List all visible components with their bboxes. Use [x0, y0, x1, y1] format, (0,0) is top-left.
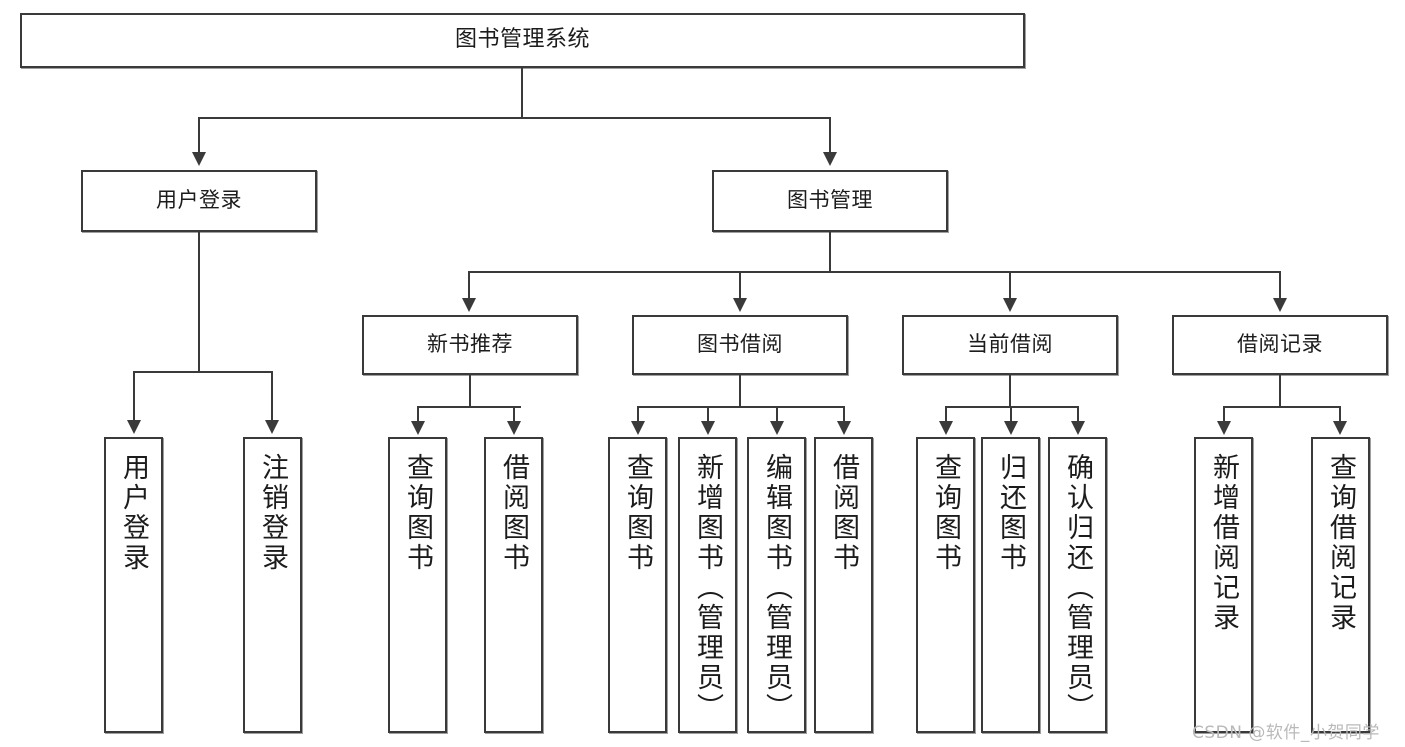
- connector-new-book-rec-bus: [417, 406, 521, 408]
- connector-borrow-record-bus: [1223, 406, 1340, 408]
- arrow-to-leaf-query-book-1: [411, 421, 425, 435]
- node-book-borrow-label: 图书借阅: [697, 332, 783, 357]
- node-leaf-return-book[interactable]: 归还图书: [981, 437, 1040, 733]
- node-leaf-edit-book[interactable]: 编辑图书（管理员）: [747, 437, 806, 733]
- connector-book-manage-to-borrow-record: [1279, 271, 1281, 301]
- connector-book-manage-stem: [829, 232, 831, 272]
- connector-book-borrow-d4: [843, 406, 845, 424]
- node-leaf-confirm-return-label: 确认归还（管理员）: [1062, 453, 1093, 723]
- connector-book-borrow-bus: [637, 406, 844, 408]
- node-borrow-record[interactable]: 借阅记录: [1172, 315, 1388, 375]
- connector-book-manage-bus: [468, 271, 1280, 273]
- connector-borrow-record-stem: [1279, 375, 1281, 407]
- node-leaf-query-book-1-label: 查询图书: [402, 453, 433, 573]
- connector-user-login-stem: [198, 232, 200, 372]
- arrow-to-book-manage: [823, 152, 837, 166]
- connector-root-to-book-manage: [829, 117, 831, 155]
- connector-book-borrow-stem: [739, 375, 741, 407]
- arrow-to-leaf-query-book-3: [939, 421, 953, 435]
- arrow-to-borrow-record: [1273, 298, 1287, 312]
- node-leaf-query-book-2-label: 查询图书: [622, 453, 653, 573]
- node-leaf-add-book[interactable]: 新增图书（管理员）: [678, 437, 737, 733]
- node-user-login[interactable]: 用户登录: [81, 170, 317, 232]
- node-current-borrow[interactable]: 当前借阅: [902, 315, 1118, 375]
- watermark: CSDN @软件_小贺同学: [1192, 723, 1380, 743]
- connector-book-manage-to-new-book-rec: [468, 271, 470, 301]
- node-leaf-return-book-label: 归还图书: [995, 453, 1026, 573]
- connector-root-bus: [198, 117, 831, 119]
- connector-book-borrow-d2: [707, 406, 709, 424]
- node-leaf-user-login-label: 用户登录: [118, 453, 149, 573]
- connector-root-to-user-login: [198, 117, 200, 155]
- arrow-to-leaf-edit-book: [770, 421, 784, 435]
- node-current-borrow-label: 当前借阅: [967, 332, 1053, 357]
- node-leaf-query-record-label: 查询借阅记录: [1325, 453, 1356, 633]
- node-leaf-borrow-book-1[interactable]: 借阅图书: [484, 437, 543, 733]
- arrow-to-leaf-query-record: [1333, 421, 1347, 435]
- node-root-label: 图书管理系统: [454, 27, 590, 53]
- node-leaf-user-logout-label: 注销登录: [257, 453, 288, 573]
- arrow-to-leaf-user-logout: [265, 420, 279, 434]
- connector-current-borrow-stem: [1009, 375, 1011, 407]
- arrow-to-leaf-add-book: [701, 421, 715, 435]
- node-leaf-user-logout[interactable]: 注销登录: [243, 437, 302, 733]
- node-leaf-borrow-book-2-label: 借阅图书: [828, 453, 859, 573]
- node-leaf-user-login[interactable]: 用户登录: [104, 437, 163, 733]
- arrow-to-leaf-user-login: [127, 420, 141, 434]
- node-new-book-rec[interactable]: 新书推荐: [362, 315, 578, 375]
- connector-borrow-record-d1: [1223, 406, 1225, 424]
- node-book-manage-label: 图书管理: [787, 188, 873, 213]
- connector-current-borrow-d1: [945, 406, 947, 424]
- connector-user-login-bus: [133, 371, 271, 373]
- connector-book-borrow-d3: [776, 406, 778, 424]
- connector-current-borrow-d3: [1077, 406, 1079, 424]
- connector-user-login-to-leaf2: [271, 371, 273, 423]
- connector-borrow-record-d2: [1339, 406, 1341, 424]
- node-root[interactable]: 图书管理系统: [20, 13, 1025, 68]
- node-new-book-rec-label: 新书推荐: [427, 332, 513, 357]
- node-user-login-label: 用户登录: [156, 188, 242, 213]
- node-book-manage[interactable]: 图书管理: [712, 170, 948, 232]
- arrow-to-book-borrow: [733, 298, 747, 312]
- node-leaf-query-book-3-label: 查询图书: [930, 453, 961, 573]
- node-leaf-query-book-1[interactable]: 查询图书: [388, 437, 447, 733]
- node-leaf-borrow-book-1-label: 借阅图书: [498, 453, 529, 573]
- connector-new-book-rec-d1: [417, 406, 419, 424]
- arrow-to-leaf-return-book: [1004, 421, 1018, 435]
- connector-book-borrow-d1: [637, 406, 639, 424]
- arrow-to-user-login: [192, 152, 206, 166]
- arrow-to-current-borrow: [1003, 298, 1017, 312]
- connector-new-book-rec-stem: [469, 375, 471, 407]
- node-leaf-add-record[interactable]: 新增借阅记录: [1194, 437, 1253, 733]
- arrow-to-new-book-rec: [462, 298, 476, 312]
- node-leaf-add-book-label: 新增图书（管理员）: [692, 453, 723, 723]
- node-leaf-query-book-2[interactable]: 查询图书: [608, 437, 667, 733]
- arrow-to-leaf-confirm-return: [1071, 421, 1085, 435]
- node-leaf-edit-book-label: 编辑图书（管理员）: [761, 453, 792, 723]
- arrow-to-leaf-add-record: [1217, 421, 1231, 435]
- node-leaf-confirm-return[interactable]: 确认归还（管理员）: [1048, 437, 1107, 733]
- node-leaf-borrow-book-2[interactable]: 借阅图书: [814, 437, 873, 733]
- connector-root-stem: [521, 68, 523, 118]
- connector-book-manage-to-book-borrow: [739, 271, 741, 301]
- arrow-to-leaf-borrow-book-2: [837, 421, 851, 435]
- node-leaf-query-record[interactable]: 查询借阅记录: [1311, 437, 1370, 733]
- node-leaf-add-record-label: 新增借阅记录: [1208, 453, 1239, 633]
- connector-book-manage-to-current-borrow: [1009, 271, 1011, 301]
- node-borrow-record-label: 借阅记录: [1237, 332, 1323, 357]
- connector-current-borrow-d2: [1010, 406, 1012, 424]
- arrow-to-leaf-borrow-book-1: [507, 421, 521, 435]
- node-leaf-query-book-3[interactable]: 查询图书: [916, 437, 975, 733]
- connector-user-login-to-leaf1: [133, 371, 135, 423]
- connector-new-book-rec-d2: [513, 406, 515, 424]
- arrow-to-leaf-query-book-2: [631, 421, 645, 435]
- node-book-borrow[interactable]: 图书借阅: [632, 315, 848, 375]
